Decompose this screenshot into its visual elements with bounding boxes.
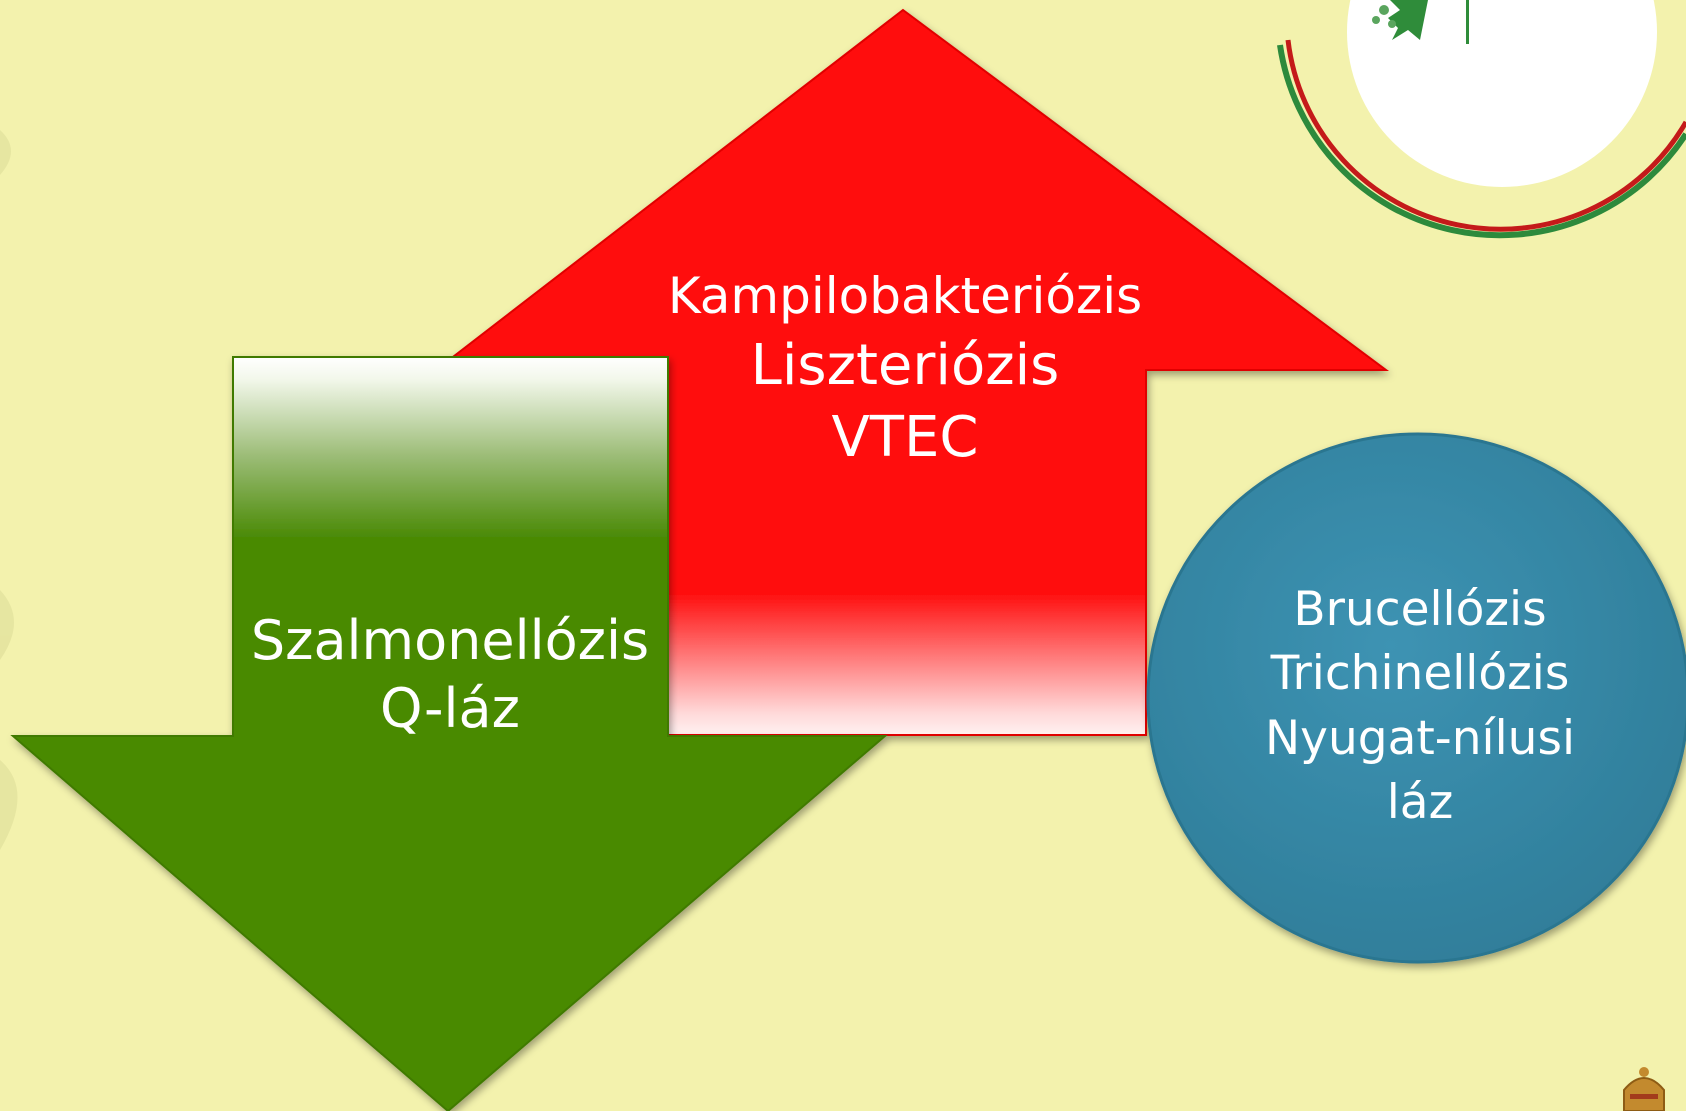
increase-item: Kampilobakteriózis [667,267,1143,325]
unchanged-item: Trichinellózis [1270,646,1570,702]
decrease-arrow [10,356,888,1111]
increase-label: Kampilobakteriózis Liszteriózis VTEC [620,267,1190,470]
unchanged-item: Brucellózis [1293,582,1547,637]
increase-item: Liszteriózis [750,332,1060,398]
background-leaves-icon [0,130,18,850]
unchanged-item: Nyugat-nílusi [1264,710,1576,766]
decrease-item: Q-láz [380,677,520,741]
unchanged-circle [1146,432,1686,964]
increase-item: VTEC [831,404,979,470]
ministry-logo-icon [1277,0,1686,239]
unchanged-label: Brucellózis Trichinellózis Nyugat-nílusi… [1180,578,1660,836]
decrease-label: Szalmonellózis Q-láz [230,609,670,746]
hungarian-crown-crest-icon [1623,1067,1665,1111]
unchanged-item: láz [1386,775,1454,831]
decrease-item: Szalmonellózis [250,609,650,672]
